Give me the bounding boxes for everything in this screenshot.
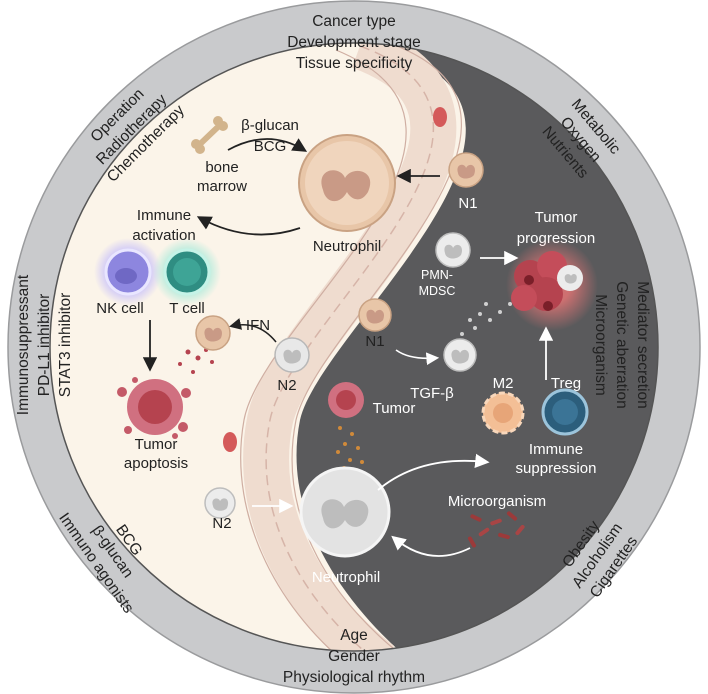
n1-cell-top	[448, 152, 484, 188]
tumor-progression-cluster	[506, 239, 598, 331]
pmn-mdsc-cell	[435, 232, 471, 268]
label-n2-light: N2	[277, 377, 296, 394]
label-n1-top: N1	[458, 195, 477, 212]
n1-cell-vessel	[358, 298, 392, 332]
ring-label-gender: Gender	[328, 648, 380, 665]
tumor-apoptosis-cell	[117, 377, 191, 439]
t-cell	[153, 238, 221, 306]
ring-label-pd-l1-inhibitor: PD-L1 inhibitor	[36, 294, 53, 397]
label-pmn: PMN-	[421, 268, 453, 282]
arrow-neutrophil-to-suppression	[377, 453, 490, 491]
n2-cell-dark	[204, 487, 236, 519]
label-neutrophil-bottom: Neutrophil	[312, 569, 380, 586]
ring-bottom-labels: Age Gender Physiological rhythm	[283, 627, 425, 686]
ring-label-mediator-secretion: Mediator secretion	[634, 281, 651, 409]
ring-label-cancer-type: Cancer type	[312, 13, 396, 30]
label-treg: Treg	[551, 375, 581, 392]
bone-icon	[191, 116, 228, 154]
ring-label-physiological-rhythm: Physiological rhythm	[283, 669, 425, 686]
label-tumor-apoptosis-1: Tumor	[135, 436, 178, 453]
label-nk-cell: NK cell	[96, 300, 144, 317]
label-mdsc: MDSC	[419, 284, 456, 298]
tumor-dots	[336, 426, 364, 470]
ring-right-labels: Mediator secretion Genetic aberration Mi…	[592, 281, 651, 409]
n2-cell-light	[274, 337, 310, 373]
ring-left-labels: Immunosuppressant PD-L1 inhibitor STAT3 …	[15, 274, 74, 415]
neutrophil-bottom-cell	[299, 466, 391, 558]
n-cell-tgf	[443, 338, 477, 372]
treg-cell	[541, 388, 589, 436]
ring-label-stat3-inhibitor: STAT3 inhibitor	[57, 293, 74, 398]
label-immune-suppression-1: Immune	[529, 441, 583, 458]
label-ifn: IFN	[246, 317, 270, 334]
arrow-n1-to-tgf	[395, 349, 440, 366]
label-bcg: BCG	[254, 138, 287, 155]
label-microorganism: Microorganism	[448, 493, 546, 510]
vessel-wall	[265, 45, 435, 651]
label-bone: bone	[205, 159, 238, 176]
ring-label-tissue-specificity: Tissue specificity	[296, 55, 413, 72]
label-tgf-beta: TGF-β	[410, 385, 454, 402]
signal-dots	[460, 302, 512, 336]
label-n1-vessel: N1	[365, 333, 384, 350]
inner-border	[49, 42, 659, 652]
ring-label-development-stage: Development stage	[287, 34, 421, 51]
ring-label-age: Age	[340, 627, 368, 644]
label-immune: Immune	[137, 207, 191, 224]
ring-label-immunosuppressant: Immunosuppressant	[15, 274, 32, 415]
label-tumor-progression-1: Tumor	[535, 209, 578, 226]
label-marrow: marrow	[197, 178, 247, 195]
label-m2: M2	[493, 375, 514, 392]
arrow-microorganism-to-neutrophil	[391, 535, 471, 557]
ring-label-genetic-aberration: Genetic aberration	[613, 281, 630, 409]
red-blood-cell	[223, 432, 237, 452]
label-n2-dark: N2	[212, 515, 231, 532]
arrow-bone-to-neutrophil	[227, 138, 308, 152]
label-tumor-apoptosis-2: apoptosis	[124, 455, 188, 472]
arrow-immune-activation	[196, 216, 301, 236]
arrow-ifn	[229, 318, 277, 343]
tumor-cell-dark	[328, 382, 364, 418]
cytokine-dots	[178, 348, 214, 374]
label-t-cell: T cell	[169, 300, 205, 317]
nk-cell	[94, 238, 162, 306]
vessel-wall-inner	[240, 49, 407, 651]
ring-top-labels: Cancer type Development stage Tissue spe…	[287, 13, 421, 72]
m2-cell	[481, 391, 525, 435]
red-blood-cell	[433, 107, 447, 127]
neutrophil-top-cell	[298, 134, 396, 232]
label-immune-suppression-2: suppression	[516, 460, 597, 477]
microorganism-cluster	[468, 511, 525, 548]
label-beta-glucan: β-glucan	[241, 117, 299, 134]
n1-cell-light	[195, 315, 231, 351]
label-neutrophil-top: Neutrophil	[313, 238, 381, 255]
label-tumor-dark: Tumor	[373, 400, 416, 417]
ring-label-microorganism: Microorganism	[592, 294, 609, 396]
vessel-wall-outer	[291, 43, 463, 651]
